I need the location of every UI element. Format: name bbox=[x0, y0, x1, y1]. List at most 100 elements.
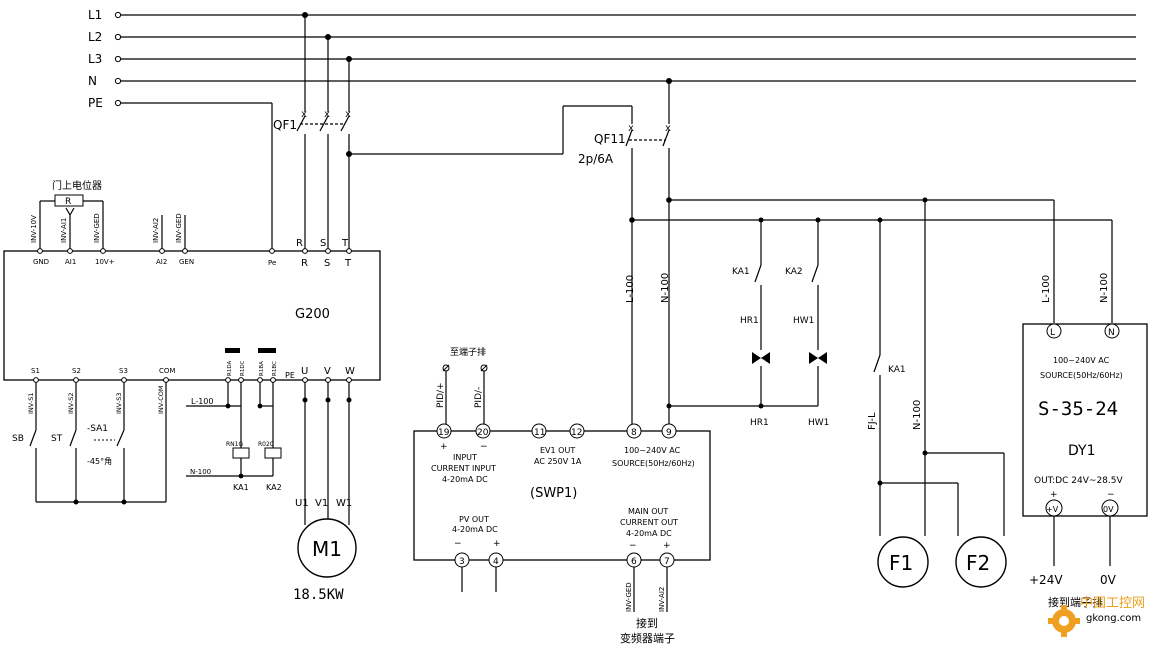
svg-text:R1DC: R1DC bbox=[240, 360, 246, 376]
inverter-g200: G200 门上电位器 R INV-10V INV-AI1 INV-GED INV… bbox=[3, 179, 381, 383]
svg-text:+: + bbox=[663, 541, 671, 551]
svg-text:+: + bbox=[1050, 490, 1058, 500]
svg-text:0V: 0V bbox=[1100, 573, 1117, 587]
svg-text:V1: V1 bbox=[315, 498, 328, 509]
watermark-url: gkong.com bbox=[1086, 613, 1141, 624]
svg-text:T: T bbox=[341, 238, 349, 249]
inverter-name: G200 bbox=[295, 307, 330, 322]
bus-label-l1: L1 bbox=[88, 8, 102, 22]
wire-inv-ged: INV-GED bbox=[93, 213, 101, 243]
psu-model: S-35-24 bbox=[1038, 398, 1118, 420]
svg-text:GEN: GEN bbox=[179, 258, 194, 266]
svg-text:S1: S1 bbox=[31, 367, 40, 375]
svg-text:20: 20 bbox=[477, 428, 489, 438]
svg-text:T: T bbox=[344, 258, 352, 269]
svg-text:4-20mA DC: 4-20mA DC bbox=[452, 525, 498, 534]
svg-text:4-20mA DC: 4-20mA DC bbox=[442, 475, 488, 484]
relay-l100: L-100 bbox=[191, 397, 213, 406]
svg-text:3: 3 bbox=[459, 557, 465, 567]
svg-text:U: U bbox=[301, 366, 308, 377]
svg-text:100~240V AC: 100~240V AC bbox=[624, 446, 681, 455]
svg-text:INPUT: INPUT bbox=[453, 453, 477, 462]
svg-text:RN1G: RN1G bbox=[226, 441, 243, 448]
svg-text:L-100: L-100 bbox=[1041, 275, 1052, 303]
svg-text:HR1: HR1 bbox=[750, 418, 769, 428]
qf1-breaker: x x x QF1 bbox=[273, 12, 632, 250]
svg-text:HW1: HW1 bbox=[793, 316, 814, 326]
psu-name: DY1 bbox=[1068, 443, 1095, 459]
svg-text:10V+: 10V+ bbox=[95, 258, 115, 266]
svg-text:INV-S2: INV-S2 bbox=[67, 393, 75, 414]
svg-text:KA1: KA1 bbox=[732, 267, 750, 277]
svg-text:−: − bbox=[1107, 490, 1115, 500]
svg-text:GND: GND bbox=[33, 258, 49, 266]
bus-label-pe: PE bbox=[88, 96, 103, 110]
svg-text:AC 250V 1A: AC 250V 1A bbox=[534, 457, 582, 466]
svg-text:R1DA: R1DA bbox=[227, 361, 233, 376]
svg-text:S3: S3 bbox=[119, 367, 128, 375]
svg-text:S: S bbox=[320, 238, 326, 249]
svg-text:W: W bbox=[345, 366, 355, 377]
svg-text:HW1: HW1 bbox=[808, 418, 829, 428]
svg-text:CURRENT OUT: CURRENT OUT bbox=[620, 518, 678, 527]
svg-text:R: R bbox=[65, 197, 71, 207]
svg-text:变频器端子: 变频器端子 bbox=[620, 631, 675, 645]
lamp-fan-wiring: L-100 N-100 KA1 HR1 HR1 KA2 HW1 HW1 bbox=[625, 197, 1112, 588]
svg-text:R1BC: R1BC bbox=[272, 361, 278, 376]
watermark-text: 中国工控网 bbox=[1080, 596, 1145, 611]
digital-input-wiring: INV-S1 INV-S2 INV-S3 INV-COM SB ST -SA1 … bbox=[12, 382, 167, 505]
gkong-watermark: 中国工控网 gkong.com bbox=[1048, 596, 1145, 637]
motor-name: M1 bbox=[312, 537, 342, 561]
qf1-label: QF1 bbox=[273, 118, 297, 132]
pot-label: 门上电位器 bbox=[52, 179, 102, 192]
fan-f1: F1 bbox=[889, 551, 913, 575]
svg-text:PE: PE bbox=[285, 371, 295, 380]
svg-text:FJ-L: FJ-L bbox=[867, 412, 878, 430]
svg-text:PID/-: PID/- bbox=[474, 387, 484, 408]
svg-text:ST: ST bbox=[51, 434, 63, 444]
motor-power: 18.5KW bbox=[293, 587, 344, 603]
svg-text:KA1: KA1 bbox=[888, 365, 906, 375]
svg-text:8: 8 bbox=[631, 428, 637, 438]
svg-text:AI2: AI2 bbox=[156, 258, 167, 266]
svg-text:x: x bbox=[628, 123, 634, 134]
svg-text:12: 12 bbox=[571, 428, 582, 438]
svg-text:SB: SB bbox=[12, 434, 24, 444]
svg-text:KA2: KA2 bbox=[266, 483, 282, 492]
svg-text:+: + bbox=[493, 539, 501, 549]
svg-text:SOURCE(50Hz/60Hz): SOURCE(50Hz/60Hz) bbox=[1040, 371, 1123, 380]
relay-wiring: L-100 RN1G R02C N-100 KA1 KA2 bbox=[186, 382, 282, 492]
svg-text:19: 19 bbox=[438, 428, 450, 438]
svg-text:x: x bbox=[324, 109, 330, 120]
svg-text:KA1: KA1 bbox=[233, 483, 249, 492]
psu-dy1: L-100 N-100 L N 100~240V AC SOURCE(50Hz/… bbox=[1022, 200, 1148, 609]
bus-label-n: N bbox=[88, 74, 97, 88]
svg-text:EV1 OUT: EV1 OUT bbox=[540, 446, 575, 455]
svg-text:Pe: Pe bbox=[268, 259, 276, 267]
svg-text:MAIN OUT: MAIN OUT bbox=[628, 507, 668, 516]
svg-text:R1BA: R1BA bbox=[259, 361, 265, 376]
svg-text:W1: W1 bbox=[336, 498, 352, 509]
svg-text:−: − bbox=[629, 541, 637, 551]
svg-text:L: L bbox=[1050, 328, 1055, 338]
svg-text:R: R bbox=[296, 238, 303, 249]
power-bus: L1 L2 L3 N PE bbox=[88, 8, 1136, 110]
svg-text:N: N bbox=[1108, 328, 1115, 338]
svg-text:PV OUT: PV OUT bbox=[459, 515, 489, 524]
svg-text:4-20mA DC: 4-20mA DC bbox=[626, 529, 672, 538]
svg-text:R: R bbox=[301, 258, 308, 269]
svg-text:11: 11 bbox=[534, 428, 545, 438]
svg-text:V: V bbox=[324, 366, 331, 377]
svg-text:7: 7 bbox=[664, 557, 670, 567]
svg-text:4: 4 bbox=[493, 557, 499, 567]
svg-text:KA2: KA2 bbox=[785, 267, 803, 277]
svg-text:SOURCE(50Hz/60Hz): SOURCE(50Hz/60Hz) bbox=[612, 459, 695, 468]
wire-inv-ai2: INV-AI2 bbox=[152, 218, 160, 243]
qf11-breaker: x x QF11 2p/6A bbox=[578, 78, 672, 424]
lamp-hw1-icon bbox=[809, 352, 827, 364]
svg-text:OUT:DC 24V~28.5V: OUT:DC 24V~28.5V bbox=[1034, 476, 1123, 486]
controller-swp1: 至端子排 PID/+ PID/- 19 20 11 12 8 9 + − INP… bbox=[413, 346, 711, 645]
svg-text:INV-S1: INV-S1 bbox=[27, 393, 35, 414]
svg-text:N-100: N-100 bbox=[1099, 273, 1110, 303]
svg-text:−: − bbox=[454, 539, 462, 549]
